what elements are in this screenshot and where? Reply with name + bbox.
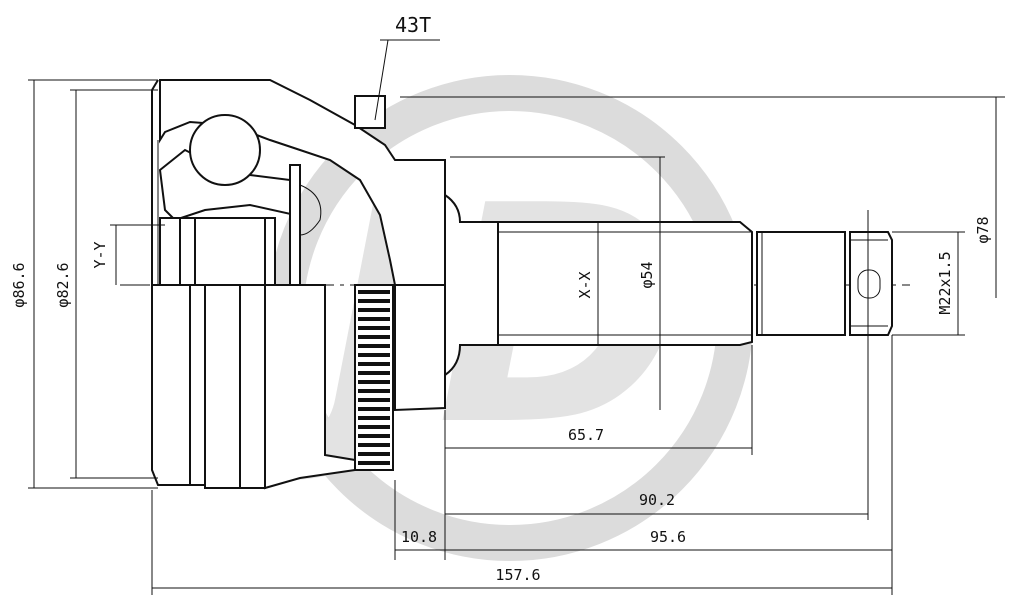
shaft-length-label: 65.7 bbox=[568, 426, 604, 444]
axis-x-label: X-X bbox=[576, 271, 594, 298]
tone-ring-tooth bbox=[358, 380, 390, 384]
tone-ring-tooth bbox=[358, 452, 390, 456]
abs-tone-ring bbox=[354, 95, 394, 471]
outer-diameter-label: φ86.6 bbox=[10, 262, 28, 307]
outer-housing bbox=[151, 79, 446, 490]
tone-ring-tooth bbox=[358, 344, 390, 348]
tone-ring-tooth bbox=[358, 317, 390, 321]
tone-ring-tooth bbox=[358, 326, 390, 330]
tone-ring-tooth bbox=[358, 353, 390, 357]
total-length-label: 157.6 bbox=[495, 566, 540, 584]
tone-ring-tooth bbox=[358, 308, 390, 312]
tone-ring-tooth bbox=[358, 335, 390, 339]
axis-y-label: Y-Y bbox=[91, 241, 109, 268]
inner-race bbox=[158, 114, 322, 286]
thread-length-label: 90.2 bbox=[639, 491, 675, 509]
ring-length-label: 10.8 bbox=[401, 528, 437, 546]
tone-ring-tooth bbox=[358, 389, 390, 393]
stub-shaft bbox=[444, 193, 893, 377]
shaft-diameter-label: φ54 bbox=[638, 261, 656, 288]
tone-ring-tooth bbox=[358, 407, 390, 411]
tone-ring-tooth bbox=[358, 290, 390, 294]
tone-ring-tooth bbox=[358, 371, 390, 375]
ball bbox=[189, 114, 261, 186]
inner-diameter-label: φ82.6 bbox=[54, 262, 72, 307]
thread-label: M22x1.5 bbox=[936, 251, 954, 314]
tone-ring-tooth bbox=[358, 299, 390, 303]
tone-ring-tooth bbox=[358, 398, 390, 402]
tone-ring-tooth bbox=[358, 443, 390, 447]
tone-ring-tooth bbox=[358, 434, 390, 438]
spline-count-label: 43T bbox=[395, 13, 431, 37]
dimension-labels: 43T Y-Y X-X φ86.6 φ82.6 φ54 φ78 M22x1.5 … bbox=[10, 13, 992, 584]
tone-ring-tooth bbox=[358, 362, 390, 366]
tone-ring-tooth bbox=[358, 425, 390, 429]
tone-ring-tooth bbox=[358, 461, 390, 465]
stub-length-label: 95.6 bbox=[650, 528, 686, 546]
ring-diameter-label: φ78 bbox=[974, 216, 992, 243]
dimension-lines bbox=[28, 39, 1005, 595]
tone-ring-tooth bbox=[358, 416, 390, 420]
